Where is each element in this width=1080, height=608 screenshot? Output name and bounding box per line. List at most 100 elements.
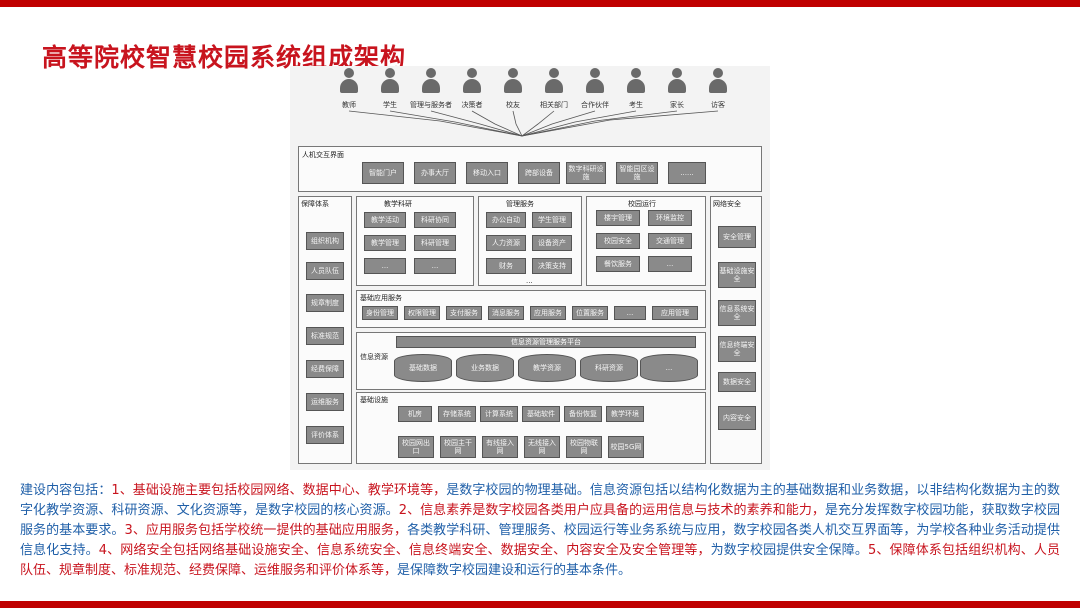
resource-platform: 信息资源管理服务平台 [396, 336, 696, 348]
basic-service-item: 消息服务 [488, 306, 524, 320]
user-icon [584, 68, 606, 94]
user-label: 访客 [711, 101, 725, 109]
management-item: 财务 [486, 258, 526, 274]
security-item: 数据安全 [718, 372, 756, 392]
user-icon [461, 68, 483, 94]
user-label: 相关部门 [540, 101, 568, 109]
basic-service-item: 位置服务 [572, 306, 608, 320]
basic-services-label: 基础应用服务 [360, 294, 402, 302]
user-label: 决策者 [461, 101, 483, 109]
desc-segment: 是保障数字校园建设和运行的基本条件。 [397, 563, 632, 578]
infra-item: 有线接入网 [482, 436, 518, 458]
user-label: 学生 [383, 101, 397, 109]
hci-item: 跨部设备 [518, 162, 560, 184]
basic-service-item: 应用服务 [530, 306, 566, 320]
teaching-item: 教学管理 [364, 235, 406, 251]
data-cylinder: 教学资源 [518, 354, 576, 382]
user-label: 考生 [629, 101, 643, 109]
guarantee-item: 标准规范 [306, 327, 344, 345]
guarantee-item: 人员队伍 [306, 262, 344, 280]
user-icon [707, 68, 729, 94]
infra-item: 计算系统 [480, 406, 518, 422]
user-icon [625, 68, 647, 94]
infra-item: 存储系统 [438, 406, 476, 422]
management-item: 学生管理 [532, 212, 572, 228]
basic-service-item: 身份管理 [362, 306, 398, 320]
data-cylinder: 基础数据 [394, 354, 452, 382]
basic-service-item: 权限管理 [404, 306, 440, 320]
data-cylinder: 科研资源 [580, 354, 638, 382]
infra-item: 无线接入网 [524, 436, 560, 458]
operation-item: 楼宇管理 [596, 210, 640, 226]
guarantee-item: 规章制度 [306, 294, 344, 312]
guarantee-item: 经费保障 [306, 360, 344, 378]
hci-item: 移动入口 [466, 162, 508, 184]
infra-item: 备份恢复 [564, 406, 602, 422]
desc-segment: 是数字校园的物理基础。信息资源包括以结构化数据为主的基础数据和业务数据，以非结构… [20, 483, 1060, 518]
hci-label: 人机交互界面 [302, 151, 344, 159]
infra-item: 校园5G网 [608, 436, 644, 458]
basic-service-item: 支付服务 [446, 306, 482, 320]
top-accent-bar [0, 0, 1080, 7]
operation-item: 餐饮服务 [596, 256, 640, 272]
more-dots: ... [526, 277, 533, 285]
user-label: 家长 [670, 101, 684, 109]
user-label: 校友 [506, 101, 520, 109]
management-label: 管理服务 [506, 200, 534, 208]
hci-item: 智能园区设施 [616, 162, 658, 184]
operation-label: 校园运行 [628, 200, 656, 208]
infra-item: 校园网出口 [398, 436, 434, 458]
management-item: 设备资产 [532, 235, 572, 251]
infrastructure-label: 基础设施 [360, 396, 388, 404]
data-cylinder: ... [640, 354, 698, 382]
data-cylinder: 业务数据 [456, 354, 514, 382]
security-item: 基础设施安全 [718, 262, 756, 288]
infra-item: 机房 [398, 406, 432, 422]
hci-item: ...... [668, 162, 706, 184]
guarantee-label: 保障体系 [301, 200, 329, 208]
teaching-item: 科研管理 [414, 235, 456, 251]
security-item: 内容安全 [718, 406, 756, 430]
infra-item: 基础软件 [522, 406, 560, 422]
desc-segment: 建设内容包括： [20, 483, 112, 498]
basic-service-item: 应用管理 [652, 306, 698, 320]
security-item: 安全管理 [718, 226, 756, 248]
operation-item: 环境监控 [648, 210, 692, 226]
management-item: 决策支持 [532, 258, 572, 274]
teaching-item: 教学活动 [364, 212, 406, 228]
desc-highlight: 5、保障体系包括组织机构、人员队伍、规章制度、标准规范、经费保障、运维服务和评价… [20, 543, 1060, 578]
desc-segment: 是充分发挥数字校园功能，获取数字校园服务的基本要求。 [20, 503, 1060, 538]
desc-segment: 各类教学科研、管理服务、校园运行等业务系统与应用，数字校园各类人机交互界面等，为… [20, 523, 1060, 558]
desc-segment: 为数字校园提供安全保障。 [710, 543, 869, 558]
infra-item: 校园主干网 [440, 436, 476, 458]
connector-lines [348, 110, 719, 137]
desc-highlight: 3、应用服务包括学校统一提供的基础应用服务， [124, 523, 408, 538]
bottom-accent-bar [0, 601, 1080, 608]
guarantee-item: 运维服务 [306, 393, 344, 411]
teaching-label: 教学科研 [384, 200, 412, 208]
user-icon [379, 68, 401, 94]
hci-item: 数字科研设施 [566, 162, 606, 184]
user-icon [543, 68, 565, 94]
security-item: 信息终端安全 [718, 336, 756, 362]
user-icon [420, 68, 442, 94]
operation-item: ... [648, 256, 692, 272]
user-label: 合作伙伴 [581, 101, 609, 109]
user-icon [502, 68, 524, 94]
user-icon [666, 68, 688, 94]
desc-highlight: 2、信息素养是数字校园各类用户应具备的运用信息与技术的素养和能力， [398, 503, 825, 518]
desc-highlight: 4、网络安全包括网络基础设施安全、信息系统安全、信息终端安全、数据安全、内容安全… [98, 543, 711, 558]
operation-item: 交通管理 [648, 233, 692, 249]
hci-item: 办事大厅 [414, 162, 456, 184]
management-item: 人力资源 [486, 235, 526, 251]
security-item: 信息系统安全 [718, 300, 756, 326]
infra-item: 教学环境 [606, 406, 644, 422]
management-item: 办公自动 [486, 212, 526, 228]
desc-highlight: 1、基础设施主要包括校园网络、数据中心、教学环境等， [111, 483, 447, 498]
teaching-item: ... [414, 258, 456, 274]
security-label: 网络安全 [713, 200, 741, 208]
user-label: 教师 [342, 101, 356, 109]
info-resources-label: 信息资源 [360, 353, 388, 361]
operation-item: 校园安全 [596, 233, 640, 249]
infra-item: 校园物联网 [566, 436, 602, 458]
